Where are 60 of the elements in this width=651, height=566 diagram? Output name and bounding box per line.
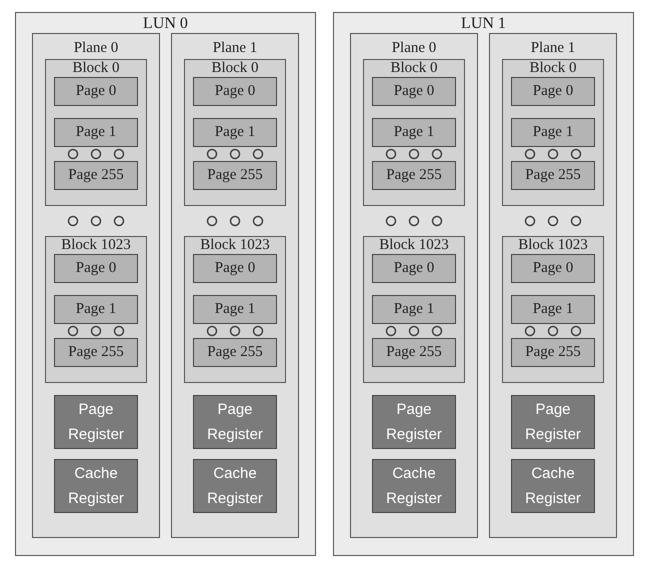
page-box: Page 255 [193, 161, 277, 190]
plane-panel [32, 33, 160, 538]
register-box: Page Register [193, 395, 277, 449]
register-box: Cache Register [54, 459, 138, 513]
block-panel [184, 236, 286, 383]
page-box: Page 1 [193, 295, 277, 324]
page-box: Page 0 [372, 254, 456, 283]
page-box: Page 255 [511, 338, 595, 367]
lun-label: LUN 1 [461, 15, 506, 33]
page-box: Page 1 [54, 118, 138, 147]
plane-panel [350, 33, 478, 538]
page-box: Page 0 [54, 254, 138, 283]
lun-label: LUN 0 [143, 15, 188, 33]
block-label: Block 1023 [379, 237, 449, 253]
register-box: Page Register [511, 395, 595, 449]
lun-panel [333, 12, 634, 556]
block-label: Block 0 [72, 60, 120, 76]
plane-label: Plane 1 [530, 40, 576, 57]
page-box: Page 0 [511, 77, 595, 106]
page-box: Page 0 [372, 77, 456, 106]
register-box: Cache Register [372, 459, 456, 513]
block-label: Block 0 [529, 60, 577, 76]
page-box: Page 255 [372, 338, 456, 367]
block-label: Block 0 [211, 60, 259, 76]
plane-label: Plane 0 [74, 40, 118, 57]
plane-label: Plane 0 [392, 40, 436, 57]
register-box: Page Register [372, 395, 456, 449]
page-box: Page 255 [372, 161, 456, 190]
lun-panel [15, 12, 316, 556]
plane-label: Plane 1 [212, 40, 258, 57]
page-box: Page 1 [54, 295, 138, 324]
page-box: Page 0 [54, 77, 138, 106]
register-box: Page Register [54, 395, 138, 449]
register-box: Cache Register [193, 459, 277, 513]
block-panel [502, 236, 604, 383]
page-box: Page 0 [193, 77, 277, 106]
block-panel [45, 236, 147, 383]
plane-panel [171, 33, 299, 538]
page-box: Page 0 [193, 254, 277, 283]
block-panel [363, 59, 465, 206]
block-label: Block 0 [390, 60, 438, 76]
page-box: Page 0 [511, 254, 595, 283]
register-box: Cache Register [511, 459, 595, 513]
block-panel [45, 59, 147, 206]
page-box: Page 1 [193, 118, 277, 147]
block-label: Block 1023 [518, 237, 588, 253]
page-box: Page 255 [511, 161, 595, 190]
block-panel [502, 59, 604, 206]
block-panel [184, 59, 286, 206]
block-panel [363, 236, 465, 383]
page-box: Page 1 [372, 295, 456, 324]
block-label: Block 1023 [61, 237, 131, 253]
page-box: Page 1 [511, 295, 595, 324]
page-box: Page 1 [511, 118, 595, 147]
plane-panel [489, 33, 617, 538]
page-box: Page 255 [54, 338, 138, 367]
block-label: Block 1023 [200, 237, 270, 253]
page-box: Page 255 [54, 161, 138, 190]
page-box: Page 1 [372, 118, 456, 147]
page-box: Page 255 [193, 338, 277, 367]
